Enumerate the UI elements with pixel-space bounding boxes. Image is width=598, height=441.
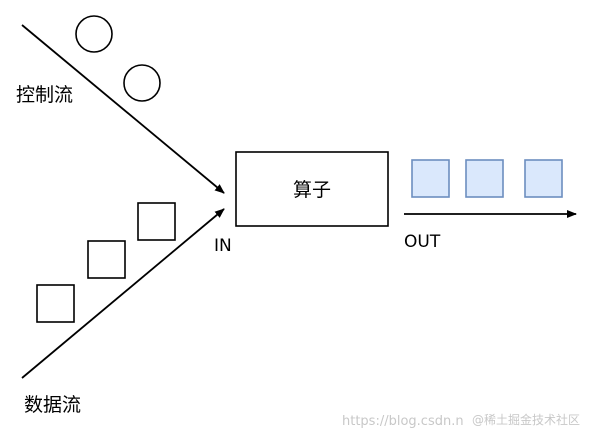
control-flow-arrow	[21, 24, 225, 194]
output-token-square	[465, 159, 504, 198]
data-token-square	[137, 202, 176, 241]
output-token-square	[524, 159, 563, 198]
in-label: IN	[214, 236, 232, 256]
data-flow-arrow	[21, 208, 225, 379]
operator-label: 算子	[293, 179, 331, 201]
data-token-square	[87, 240, 126, 279]
out-label: OUT	[404, 232, 441, 252]
data-token-square	[36, 284, 75, 323]
watermark-brand: @稀土掘金技术社区	[472, 412, 580, 427]
watermark-url: https://blog.csdn.n	[342, 414, 464, 429]
control-token-circle	[75, 15, 113, 53]
control-flow-label: 控制流	[16, 84, 73, 106]
control-token-circle	[123, 64, 161, 102]
output-token-square	[411, 159, 450, 198]
operator-box	[235, 151, 389, 227]
data-flow-label: 数据流	[24, 394, 81, 416]
